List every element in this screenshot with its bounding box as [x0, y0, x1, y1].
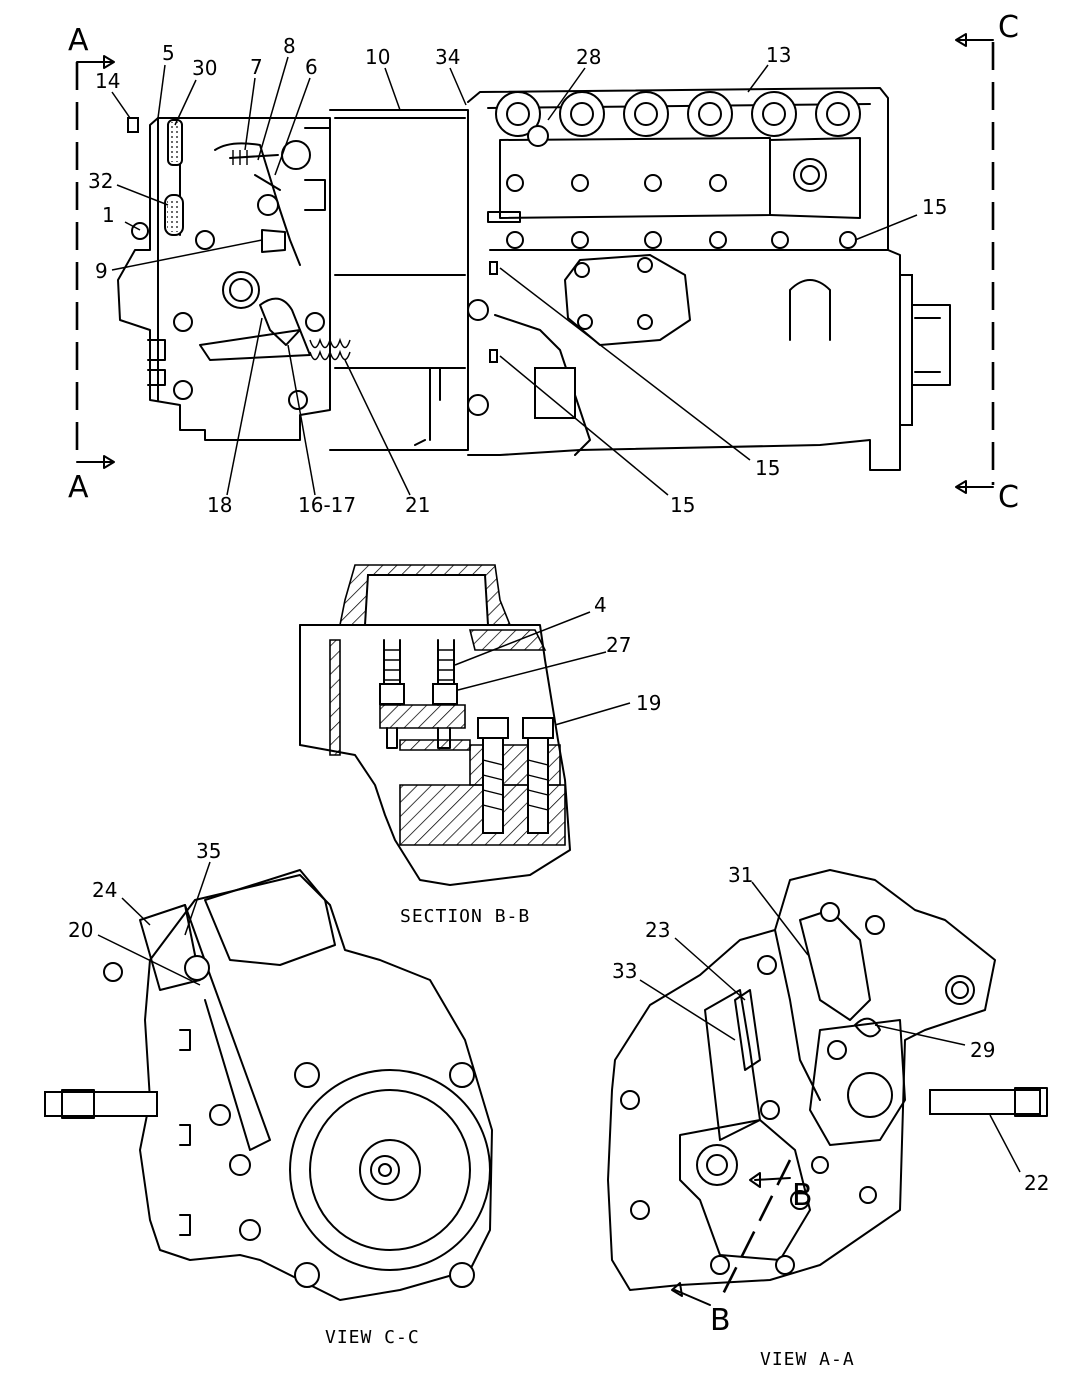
section-bb-drawing: [299, 564, 631, 886]
section-marker-c-top: C: [998, 10, 1019, 45]
section-marker-b-top: B: [792, 1178, 813, 1213]
view-cc-labels: 35 24 20: [68, 839, 221, 942]
view-aa-labels: 31 23 33 29 22: [612, 863, 1049, 1195]
callout-4: 4: [594, 593, 607, 617]
callout-35: 35: [196, 839, 221, 863]
view-cc-drawing: [44, 861, 493, 1301]
section-lines: [75, 33, 995, 494]
callout-19: 19: [636, 691, 661, 715]
section-marker-a-bottom: A: [68, 470, 89, 505]
bolt-rows: [489, 174, 857, 363]
callout-23: 23: [645, 918, 670, 942]
callout-31: 31: [728, 863, 753, 887]
pump-side-view: [117, 87, 951, 471]
callout-34: 34: [435, 45, 460, 69]
section-bb-labels: 4 27 19: [594, 593, 661, 715]
callout-5: 5: [162, 41, 175, 65]
plunger-caps: [495, 91, 861, 147]
top-view-labels: 5 30 7 8 6 10 34 28 13 14 32 1 9 15 15 1…: [88, 34, 947, 517]
caption-section-bb: SECTION B-B: [400, 906, 530, 927]
callout-24: 24: [92, 878, 117, 902]
callout-6: 6: [305, 55, 318, 79]
callout-10: 10: [365, 45, 390, 69]
callout-28: 28: [576, 45, 601, 69]
callout-15-c: 15: [670, 493, 695, 517]
callout-29: 29: [970, 1038, 995, 1062]
callout-32: 32: [88, 169, 113, 193]
callout-21: 21: [405, 493, 430, 517]
callout-16-17: 16-17: [298, 493, 356, 517]
callout-30: 30: [192, 56, 217, 80]
section-marker-c-bottom: C: [998, 480, 1019, 515]
callout-15-b: 15: [755, 456, 780, 480]
caption-view-aa: VIEW A-A: [760, 1349, 855, 1370]
callout-14: 14: [95, 69, 120, 93]
callout-8: 8: [283, 34, 296, 58]
callout-15-a: 15: [922, 195, 947, 219]
callout-13: 13: [766, 43, 791, 67]
callout-1: 1: [102, 203, 115, 227]
callout-33: 33: [612, 959, 637, 983]
callout-9: 9: [95, 259, 108, 283]
section-marker-a-top: A: [68, 23, 89, 58]
top-callout-leaders: [111, 56, 918, 496]
caption-view-cc: VIEW C-C: [325, 1327, 420, 1348]
callout-20: 20: [68, 918, 93, 942]
callout-7: 7: [250, 55, 263, 79]
callout-27: 27: [606, 633, 631, 657]
section-marker-b-bottom: B: [710, 1303, 731, 1338]
callout-22: 22: [1024, 1171, 1049, 1195]
view-aa-drawing: [607, 869, 1048, 1306]
callout-18: 18: [207, 493, 232, 517]
